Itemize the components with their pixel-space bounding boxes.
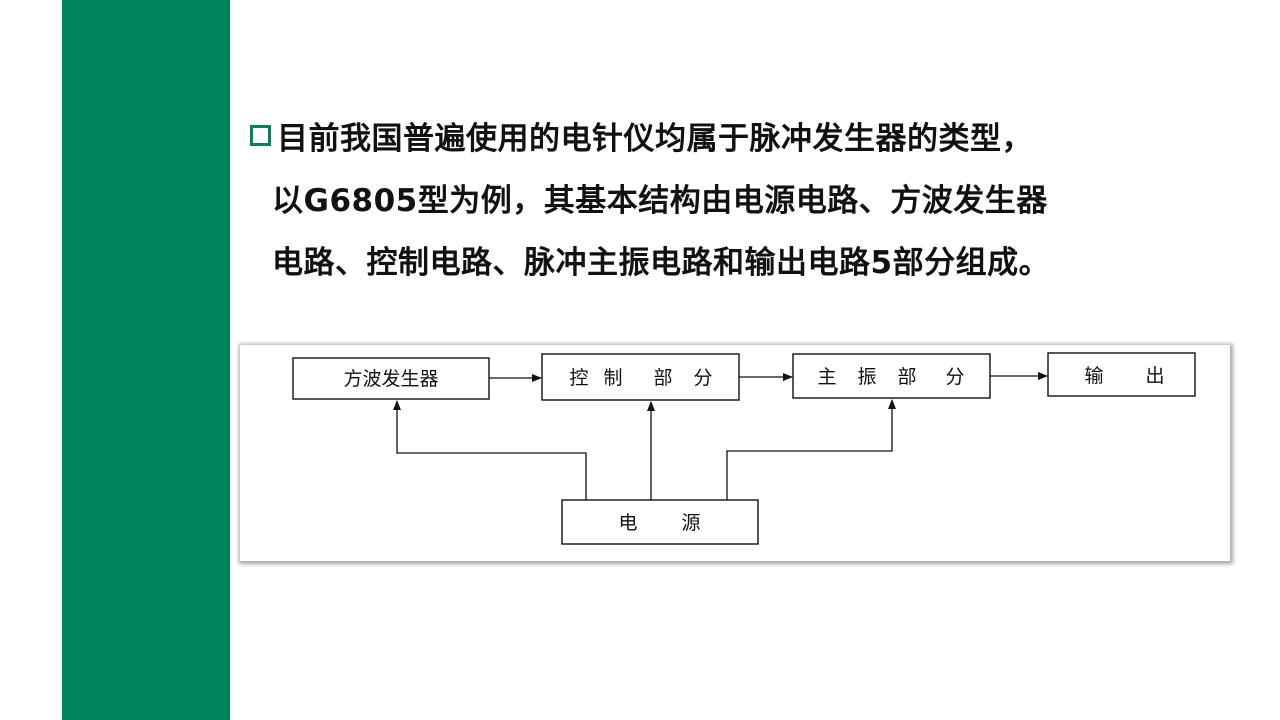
control-label-char-4: 分: [693, 367, 712, 389]
oscillator-label-char-4: 分: [945, 366, 964, 388]
green-sidebar-bar: [62, 0, 230, 720]
output-box: [1047, 352, 1196, 397]
power-supply-box: [561, 499, 759, 545]
main-oscillator-box: [792, 353, 991, 399]
output-label-char-2: 出: [1145, 365, 1164, 387]
control-label-char-1: 控: [569, 367, 588, 389]
power-label-char-1: 电: [618, 512, 637, 534]
oscillator-label-char-1: 主: [817, 366, 836, 388]
description-paragraph: 目前我国普遍使用的电针仪均属于脉冲发生器的类型， 以G6805型为例，其基本结构…: [250, 108, 1250, 294]
control-label-char-3: 部: [653, 367, 672, 389]
block-diagram-svg: 方波发生器 控 制 部 分 主 振 部 分 输 出 电 源: [292, 352, 1196, 545]
paragraph-line-2: 以G6805型为例，其基本结构由电源电路、方波发生器: [272, 183, 1048, 219]
arrow-power-to-square-wave: [393, 400, 587, 500]
arrow-power-to-oscillator: [726, 399, 896, 500]
square-wave-generator-label: 方波发生器: [343, 368, 438, 390]
paragraph-line-3: 电路、控制电路、脉冲主振电路和输出电路5部分组成。: [272, 245, 1051, 281]
square-bullet-icon: [250, 125, 271, 146]
square-wave-generator-box: [292, 357, 490, 400]
power-label-char-2: 源: [681, 512, 700, 534]
block-diagram: 方波发生器 控 制 部 分 主 振 部 分 输 出 电 源: [240, 345, 1230, 561]
control-section-box: [541, 353, 740, 401]
control-label-char-2: 制: [603, 367, 622, 389]
paragraph-line-1-text: 目前我国普遍使用的电针仪均属于脉冲发生器的类型，: [277, 121, 1033, 157]
oscillator-label-char-2: 振: [857, 366, 876, 388]
output-label-char-1: 输: [1084, 365, 1103, 387]
paragraph-line-1: 目前我国普遍使用的电针仪均属于脉冲发生器的类型，: [250, 108, 1250, 170]
oscillator-label-char-3: 部: [897, 366, 916, 388]
content-text: 目前我国普遍使用的电针仪均属于脉冲发生器的类型， 以G6805型为例，其基本结构…: [250, 108, 1250, 294]
